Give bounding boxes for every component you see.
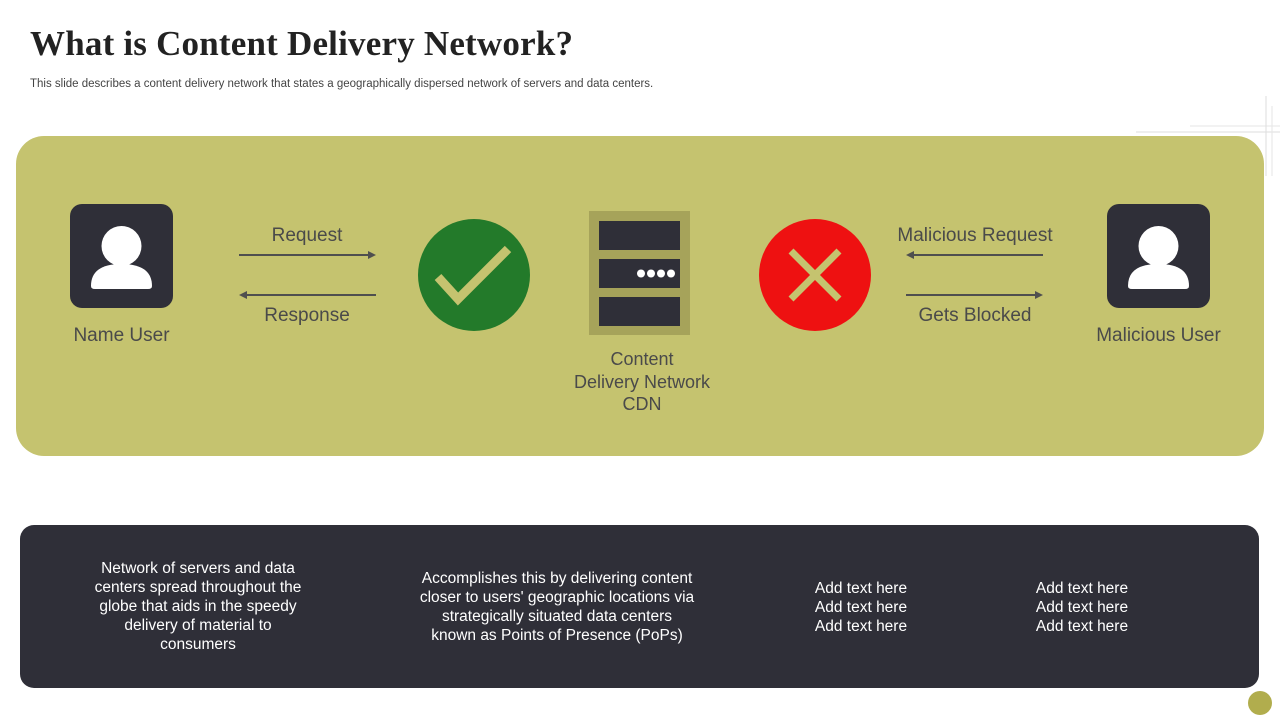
gets-blocked-arrow	[905, 289, 1045, 301]
malicious-request-label: Malicious Request	[897, 225, 1053, 246]
request-arrow	[238, 249, 378, 261]
info-bar	[20, 525, 1259, 688]
info-column-network: Network of servers and data centers spre…	[78, 559, 318, 654]
malicious-user-label: Malicious User	[1096, 325, 1221, 346]
info-text-line: Network of servers and data	[101, 560, 295, 577]
info-text-line: consumers	[160, 636, 236, 653]
corner-dot	[1248, 691, 1272, 715]
info-text-line: Add text here	[1035, 599, 1129, 616]
info-text-line: strategically situated data centers	[441, 608, 673, 625]
server-icon	[589, 211, 690, 335]
info-text-line: closer to users' geographic locations vi…	[419, 589, 695, 606]
request-label: Request	[271, 225, 343, 246]
info-column-placeholder-2: Add text here Add text here Add text her…	[1002, 579, 1162, 636]
info-text-line: globe that aids in the speedy	[99, 598, 297, 615]
response-arrow	[238, 289, 378, 301]
info-column-pops: Accomplishes this by delivering content …	[397, 569, 717, 645]
cross-icon	[759, 219, 871, 331]
info-text-line: delivery of material to	[124, 617, 272, 634]
info-text-line: Add text here	[814, 618, 908, 635]
name-user-label: Name User	[73, 325, 170, 346]
info-text-line: Add text here	[814, 580, 908, 597]
malicious-request-arrow	[905, 249, 1045, 261]
cdn-label-line: Delivery Network	[573, 371, 711, 392]
slide-subtitle: This slide describes a content delivery …	[30, 78, 654, 90]
info-text-line: Add text here	[1035, 580, 1129, 597]
info-text-line: known as Points of Presence (PoPs)	[431, 627, 683, 644]
cdn-label-line: CDN	[622, 394, 662, 414]
info-column-placeholder-1: Add text here Add text here Add text her…	[781, 579, 941, 636]
gets-blocked-label: Gets Blocked	[918, 305, 1032, 326]
cdn-label-line: Content	[610, 349, 674, 369]
info-text-line: Add text here	[814, 599, 908, 616]
slide-title: What is Content Delivery Network?	[30, 24, 574, 63]
cdn-label: Content Delivery Network CDN	[562, 348, 722, 416]
info-text-line: Accomplishes this by delivering content	[421, 570, 693, 587]
decorative-lines	[1136, 96, 1280, 176]
user-icon	[1107, 204, 1210, 308]
response-label: Response	[264, 305, 350, 326]
info-text-line: centers spread throughout the	[94, 579, 302, 596]
checkmark-icon	[418, 219, 530, 331]
user-icon	[70, 204, 173, 308]
info-text-line: Add text here	[1035, 618, 1129, 635]
